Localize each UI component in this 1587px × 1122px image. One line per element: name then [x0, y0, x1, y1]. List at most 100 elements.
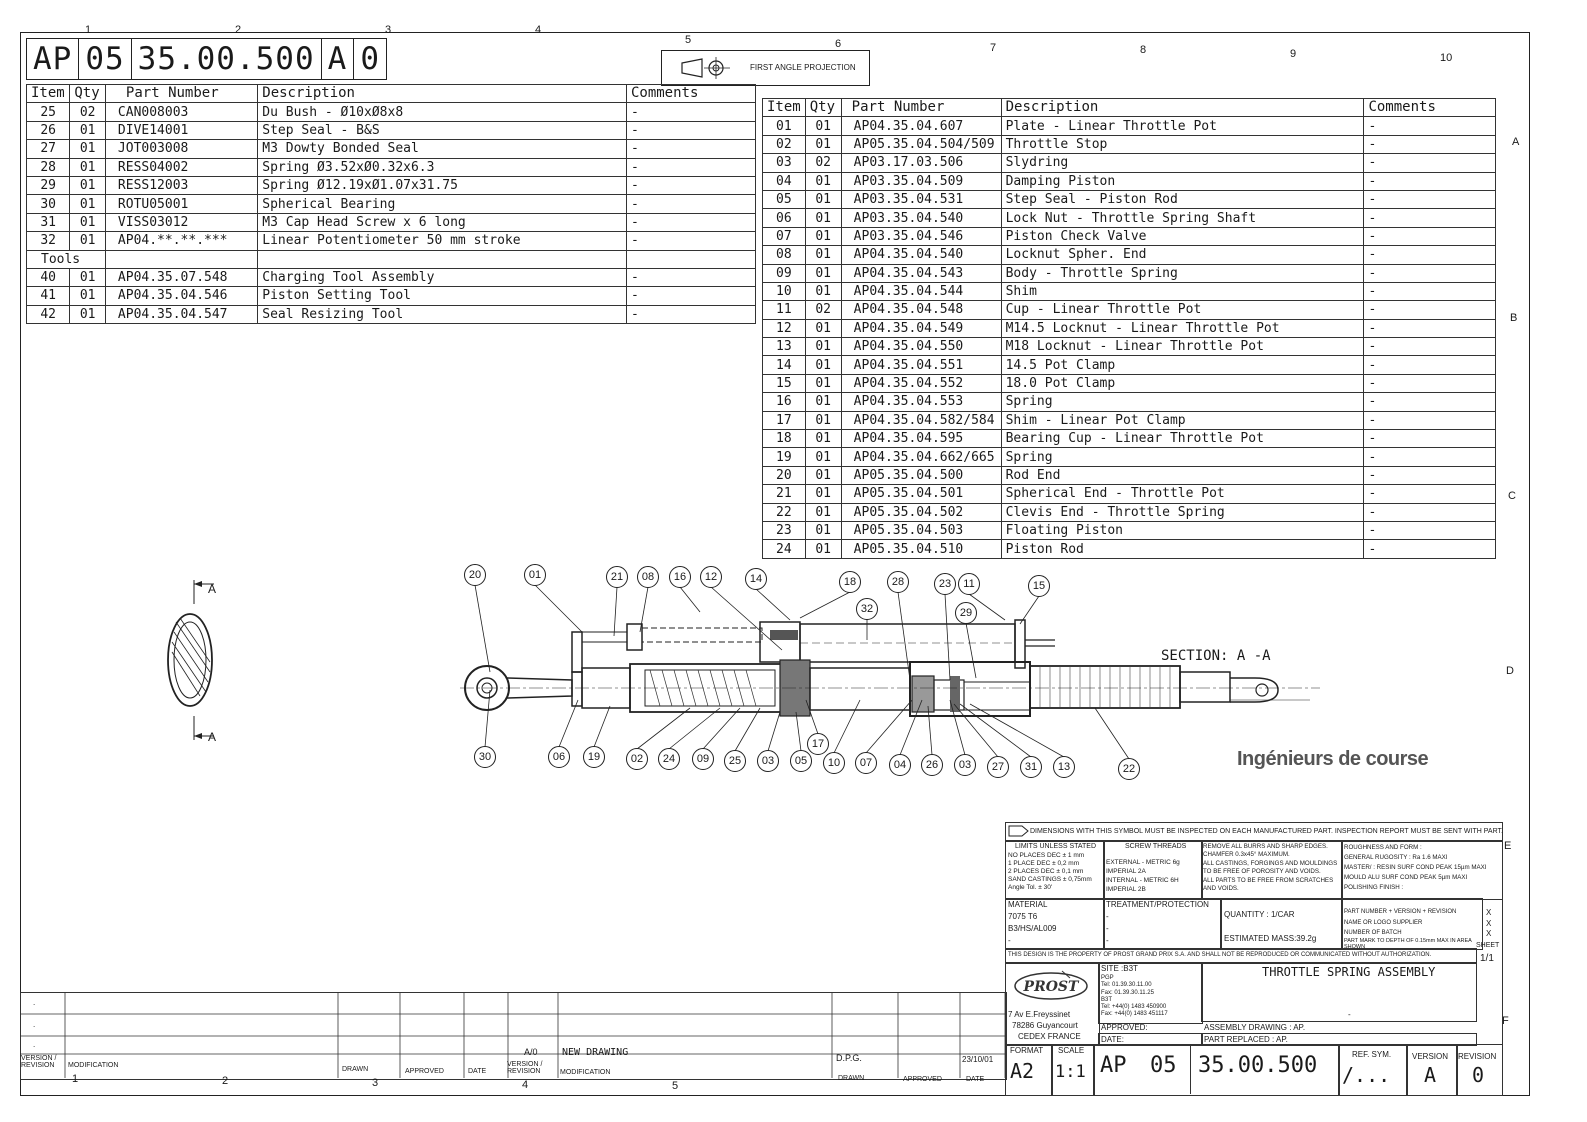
revision-grid	[20, 992, 1005, 1078]
tb-treatment-label: TREATMENT/PROTECTION	[1106, 900, 1209, 909]
zone-top-5: 5	[685, 34, 692, 46]
cell-part-number: AP04.35.04.552	[840, 373, 1002, 394]
list-item: EXTERNAL - METRIC 6g	[1106, 859, 1180, 866]
cell-comments: -	[1363, 539, 1496, 559]
callout-balloon: 30	[474, 746, 496, 768]
cell-description: Spherical Bearing	[257, 194, 627, 214]
cell-item: 12	[762, 318, 806, 339]
parts-list-left: Item Qty Part Number Description Comment…	[25, 83, 757, 325]
prost-logo-icon: PROST	[1014, 970, 1088, 1000]
cell-part-number: AP04.**.**.***	[104, 231, 259, 251]
cell-description: M18 Locknut - Linear Throttle Pot	[1000, 337, 1365, 357]
callout-balloon: 03	[954, 754, 976, 776]
tb-number-box	[1093, 1044, 1340, 1096]
cell-part-number: AP04.35.04.543	[840, 263, 1002, 283]
rev-header-date-2: DATE	[966, 1076, 985, 1083]
zone-right-a: A	[1512, 136, 1520, 148]
cell-item: 31	[25, 212, 71, 233]
callout-balloon: 14	[745, 568, 767, 590]
zone-right-c: C	[1508, 490, 1516, 502]
tb-title-dash: -	[1348, 1010, 1351, 1019]
cell-qty: 01	[69, 157, 106, 177]
cell-item: 08	[762, 245, 806, 265]
rev-date-entry: 23/10/01	[962, 1055, 994, 1064]
cell-qty: 01	[804, 429, 842, 449]
first-angle-projection-icon	[681, 57, 730, 79]
drawing-revision: 0	[360, 41, 380, 77]
rev-modification-entry: NEW DRAWING	[562, 1047, 629, 1058]
header-part-number: Part Number	[104, 83, 259, 104]
callout-balloon: 29	[955, 602, 977, 624]
cell-item: 17	[762, 410, 806, 431]
cell-description: Bearing Cup - Linear Throttle Pot	[1000, 429, 1365, 449]
tb-treatment	[1103, 898, 1222, 950]
top-zone-strip	[20, 32, 1528, 33]
cell-item: 23	[762, 520, 806, 541]
tb-ref-label: REF. SYM.	[1352, 1050, 1392, 1059]
svg-text:PROST: PROST	[1023, 979, 1080, 995]
list-item: ALL PARTS TO BE FREE FROM SCRATCHES	[1203, 876, 1334, 884]
tb-roughness-list: ROUGHNESS AND FORM :GENERAL RUGOSITY : R…	[1344, 843, 1486, 893]
drawing-series: 05	[85, 41, 125, 77]
rev-header-version-2: VERSION / REVISION	[507, 1061, 543, 1075]
zone-top-9: 9	[1290, 48, 1297, 60]
cell-comments: -	[1363, 153, 1496, 173]
cell-item: 05	[762, 189, 806, 210]
section-drawing	[460, 619, 1320, 717]
rev-header-date: DATE	[468, 1068, 487, 1075]
zone-bottom-5: 5	[672, 1080, 679, 1092]
callout-balloon: 31	[1020, 756, 1042, 778]
cell-qty: 01	[69, 139, 106, 159]
cell-comments: -	[625, 267, 757, 288]
rev-header-approved-2: APPROVED	[903, 1076, 942, 1083]
cell-item: 20	[762, 465, 806, 486]
callout-balloon: 18	[839, 571, 861, 593]
rev-dot-3: .	[33, 1040, 36, 1049]
tb-inspection-note: DIMENSIONS WITH THIS SYMBOL MUST BE INSP…	[1030, 828, 1503, 835]
header-comments: Comments	[1363, 97, 1496, 118]
tb-mass: ESTIMATED MASS:39.2g	[1224, 934, 1317, 943]
zone-top-7: 7	[990, 42, 997, 54]
cell-part-number: AP04.35.04.550	[840, 337, 1002, 357]
rev-header-drawn-2: DRAWN	[838, 1075, 865, 1082]
cell-description: Seal Resizing Tool	[257, 304, 627, 325]
callout-balloon: 24	[658, 748, 680, 770]
cell-description: Clevis End - Throttle Spring	[1000, 502, 1365, 522]
cell-part-number: AP04.35.04.551	[840, 355, 1002, 375]
cell-description: Step Seal - Piston Rod	[1000, 189, 1365, 210]
list-item: MASTER/ : RESIN SURF COND PEAK 15µm MAXI	[1344, 864, 1487, 871]
rev-header-drawn: DRAWN	[342, 1066, 369, 1073]
cell-qty: 01	[804, 520, 842, 541]
rev-header-modification-2: MODIFICATION	[560, 1069, 611, 1076]
section-arrow-label-bottom: A	[208, 730, 217, 744]
parts-list-right: Item Qty Part Number Description Comment…	[762, 97, 1496, 559]
cell-qty: 01	[69, 212, 106, 233]
cell-comments: -	[1363, 171, 1496, 191]
callout-balloon: 12	[700, 566, 722, 588]
table-header-row: Item Qty Part Number Description Comment…	[25, 83, 757, 104]
cell-description: Rod End	[1000, 465, 1365, 486]
rev-header-version: VERSION / REVISION	[21, 1055, 57, 1069]
callout-balloon: 25	[724, 750, 746, 772]
empty-cell	[625, 249, 757, 269]
cell-qty: 01	[804, 134, 842, 155]
cell-part-number: AP04.35.04.662/665	[840, 447, 1002, 467]
cell-qty: 01	[69, 175, 106, 196]
cell-description: Spring Ø12.19xØ1.07x31.75	[257, 175, 627, 196]
cell-description: Body - Throttle Spring	[1000, 263, 1365, 283]
tb-material-3: -	[1008, 936, 1011, 945]
cell-comments: -	[1363, 355, 1496, 375]
cell-part-number: AP05.35.04.510	[840, 539, 1002, 559]
cell-part-number: AP03.35.04.546	[840, 226, 1002, 247]
callout-balloon: 05	[790, 750, 812, 772]
cell-item: 11	[762, 300, 806, 320]
